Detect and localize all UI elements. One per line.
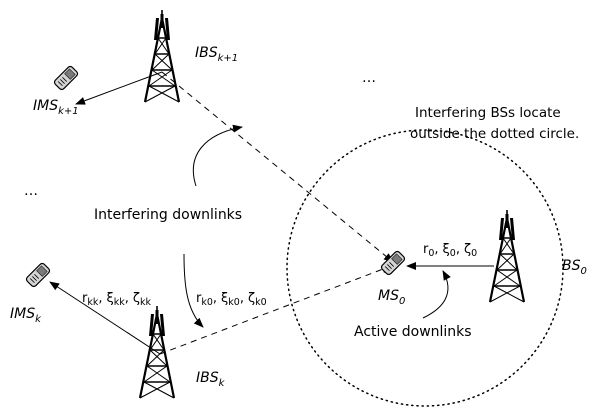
ms0-label: MS0 <box>378 288 405 307</box>
ibs-k1-label: IBSk+1 <box>195 45 238 64</box>
pointer-active <box>422 270 451 319</box>
ibs-k1-tower-icon <box>143 8 181 104</box>
interfering-downlinks-label: Interfering downlinks <box>94 207 242 223</box>
params-rkk: rkk,ξkk,ζkk <box>82 291 152 308</box>
ellipsis-left: … <box>24 183 38 199</box>
interfering-link-ibs-k1-to-ms0 <box>161 71 394 263</box>
params-r0: r0,ξ0,ζ0 <box>423 242 477 259</box>
params-rk0: rk0,ξk0,ζk0 <box>196 291 267 308</box>
link-ibs-k1-to-ims-k1 <box>75 71 163 105</box>
active-downlinks-label: Active downlinks <box>354 324 472 340</box>
ellipsis-top-right: … <box>362 70 376 86</box>
ims-k-phone-icon <box>24 261 52 289</box>
ibs-k-label: IBSk <box>196 370 226 389</box>
note-line-1: Interfering BSs locate <box>415 105 561 121</box>
note-line-2: outside the dotted circle. <box>410 126 579 142</box>
pointer-interfering-lower <box>183 253 204 328</box>
pointer-interfering-upper <box>192 124 243 187</box>
bs0-tower-icon <box>488 208 526 304</box>
exclusion-circle <box>286 129 564 407</box>
ims-k1-phone-icon <box>52 64 80 92</box>
ims-k1-label: IMSk+1 <box>33 98 79 117</box>
link-ibs-k-to-ims-k <box>49 281 161 355</box>
bs0-label: BS0 <box>562 258 587 277</box>
ims-k-label: IMSk <box>10 306 42 325</box>
interfering-link-ibs-k-to-ms0 <box>159 265 392 355</box>
